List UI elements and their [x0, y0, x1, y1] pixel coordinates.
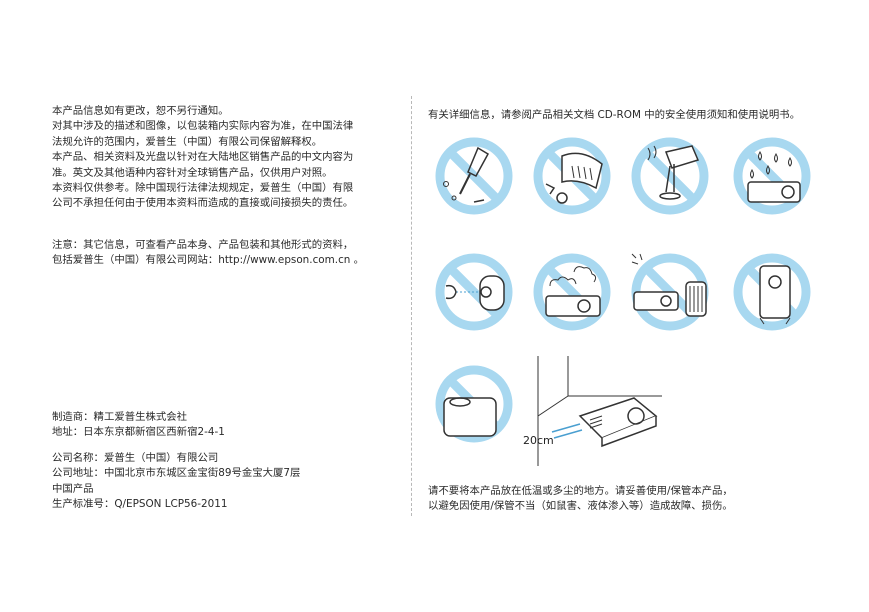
- storage-note: 请不要将本产品放在低温或多尘的地方。请妥善使用/保管本产品， 以避免因使用/保管…: [428, 484, 733, 515]
- manufacturer-info: 制造商：精工爱普生株式会社 地址：日本东京都新宿区西新宿2-4-1 公司名称：爱…: [52, 410, 300, 512]
- disclaimer-line: 本产品、相关资料及光盘以针对在大陆地区销售产品的中文内容为: [52, 151, 354, 164]
- note-line: 包括爱普生（中国）有限公司网站：http://www.epson.com.cn …: [52, 254, 365, 267]
- company-name: 公司名称：爱普生（中国）有限公司: [52, 451, 219, 464]
- disclaimer-line: 对其中涉及的描述和图像，以包装箱内实际内容为准，在中国法律: [52, 120, 354, 133]
- disclaimer-paragraph: 本产品信息如有更改，恕不另行通知。 对其中涉及的描述和图像，以包装箱内实际内容为…: [52, 104, 397, 212]
- no-look-into-lens-icon: [435, 253, 513, 331]
- no-heat-sun-icon: [631, 253, 709, 331]
- reference-intro: 有关详细信息，请参阅产品相关文档 CD-ROM 中的安全使用须知和使用说明书。: [428, 109, 801, 121]
- disclaimer-line: 法规允许的范围内，爱普生（中国）有限公司保留解释权。: [52, 135, 323, 148]
- company-address: 公司地址：中国北京市东城区金宝街89号金宝大厦7层: [52, 467, 301, 480]
- website-note: 注意：其它信息，可查看产品本身、产品包装和其他形式的资料， 包括爱普生（中国）有…: [52, 238, 364, 269]
- no-stand-vertical-icon: [733, 253, 811, 331]
- distance-label: 20cm: [523, 434, 554, 447]
- disclaimer-line: 准。英文及其他语种内容针对全球销售产品，仅供用户对照。: [52, 166, 333, 179]
- manufacturer-address: 地址：日本东京都新宿区西新宿2-4-1: [52, 426, 225, 439]
- no-hot-surface-icon: [631, 137, 709, 215]
- no-lens-down-icon: [435, 365, 513, 443]
- ventilation-clearance-icon: [537, 356, 662, 466]
- storage-note-line: 请不要将本产品放在低温或多尘的地方。请妥善使用/保管本产品，: [428, 485, 733, 497]
- no-water-icon: [733, 137, 811, 215]
- disclaimer-line: 本产品信息如有更改，恕不另行通知。: [52, 105, 229, 117]
- disclaimer-line: 公司不承担任何由于使用本资料而造成的直接或间接损失的责任。: [52, 197, 354, 210]
- production-standard: 生产标准号：Q/EPSON LCP56-2011: [52, 498, 228, 511]
- product-origin: 中国产品: [52, 482, 94, 495]
- manufacturer-name: 制造商：精工爱普生株式会社: [52, 411, 188, 423]
- no-disassemble-icon: [435, 137, 513, 215]
- column-divider: [411, 96, 412, 516]
- disclaimer-line: 本资料仅供参考。除中国现行法律法规规定，爱普生（中国）有限: [52, 182, 354, 195]
- no-smoke-steam-icon: [533, 253, 611, 331]
- storage-note-line: 以避免因使用/保管不当（如鼠害、液体渗入等）造成故障、损伤。: [428, 500, 733, 513]
- no-insert-objects-icon: [533, 137, 611, 215]
- note-line: 注意：其它信息，可查看产品本身、产品包装和其他形式的资料，: [52, 239, 354, 251]
